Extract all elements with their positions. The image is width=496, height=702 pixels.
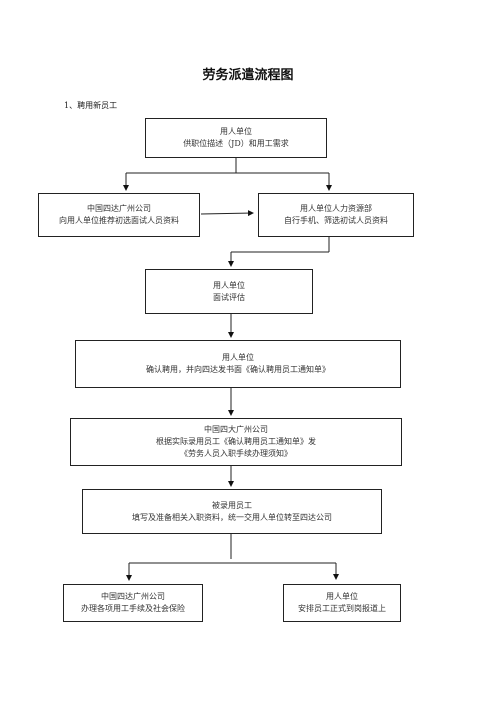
node-employer-demand: 用人单位 供职位描述（JD）和用工需求 bbox=[145, 118, 327, 158]
node-label: 用人单位 bbox=[220, 127, 252, 136]
node-text: 向用人单位推荐初选面试人员资料 bbox=[59, 216, 179, 225]
arrow-recommend-to-hr bbox=[200, 210, 254, 217]
node-interview: 用人单位 面试评估 bbox=[145, 269, 313, 314]
node-employee-docs: 被录用员工 填写及准备相关入职资料，统一交用人单位转至四达公司 bbox=[82, 489, 382, 534]
node-label: 中国四大广州公司 bbox=[204, 425, 268, 434]
section-heading: 1、聘用新员工 bbox=[64, 101, 118, 110]
node-label: 中国四达广州公司 bbox=[101, 592, 165, 601]
node-sida-notice: 中国四大广州公司 根据实际录用员工《确认聘用员工通知单》发 《劳务人员入职手续办… bbox=[70, 418, 402, 466]
node-text: 根据实际录用员工《确认聘用员工通知单》发 bbox=[156, 437, 316, 446]
node-text: 《劳务人员入职手续办理须知》 bbox=[180, 449, 292, 458]
node-text: 安排员工正式到岗报道上 bbox=[298, 604, 386, 613]
node-label: 用人单位人力资源部 bbox=[300, 204, 372, 213]
node-text: 供职位描述（JD）和用工需求 bbox=[183, 139, 289, 148]
node-report-to-post: 用人单位 安排员工正式到岗报道上 bbox=[283, 584, 401, 622]
node-social-insurance: 中国四达广州公司 办理各项用工手续及社会保险 bbox=[63, 584, 203, 622]
node-label: 用人单位 bbox=[213, 280, 245, 290]
node-confirm-hire: 用人单位 确认聘用，并向四达发书面《确认聘用员工通知单》 bbox=[75, 340, 401, 388]
page-title: 劳务派遣流程图 bbox=[202, 68, 294, 83]
node-hr-screen: 用人单位人力资源部 自行手机、筛选初试人员资料 bbox=[258, 193, 414, 237]
node-sida-recommend: 中国四达广州公司 向用人单位推荐初选面试人员资料 bbox=[38, 193, 200, 237]
node-text: 面试评估 bbox=[213, 292, 245, 302]
node-label: 被录用员工 bbox=[212, 500, 252, 510]
node-label: 用人单位 bbox=[326, 592, 358, 601]
node-text: 办理各项用工手续及社会保险 bbox=[81, 604, 185, 613]
node-label: 用人单位 bbox=[222, 353, 254, 362]
node-text: 确认聘用，并向四达发书面《确认聘用员工通知单》 bbox=[146, 365, 330, 374]
node-text: 填写及准备相关入职资料，统一交用人单位转至四达公司 bbox=[132, 512, 332, 522]
node-text: 自行手机、筛选初试人员资料 bbox=[284, 216, 388, 225]
node-label: 中国四达广州公司 bbox=[87, 204, 151, 213]
